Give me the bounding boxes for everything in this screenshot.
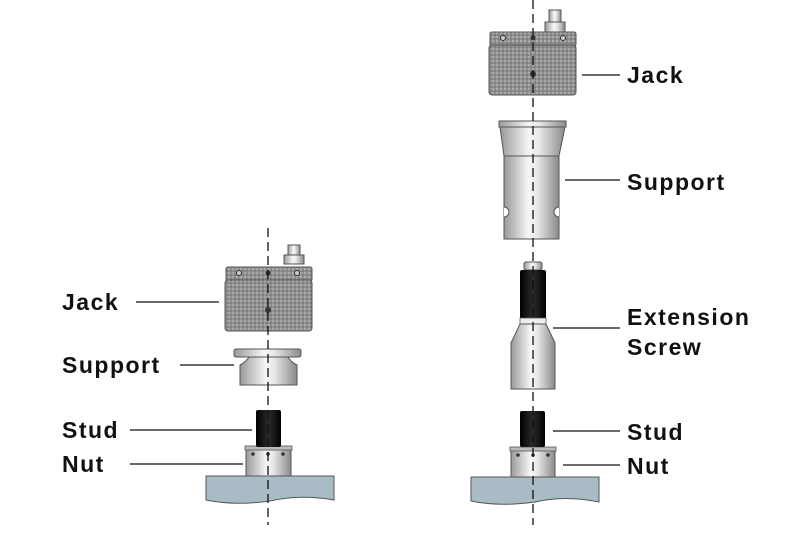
left-label-stud: Stud [62, 417, 119, 443]
right-assembly [470, 0, 620, 525]
left-assembly [130, 228, 335, 525]
right-base-plate [470, 476, 600, 505]
right-support [498, 120, 567, 240]
right-label-stud: Stud [627, 419, 684, 445]
left-label-support: Support [62, 352, 161, 378]
left-label-nut: Nut [62, 451, 105, 477]
right-label-support: Support [627, 169, 726, 195]
left-base-plate [205, 475, 335, 504]
right-label-screw: Screw [627, 334, 702, 360]
right-label-nut: Nut [627, 453, 670, 479]
right-label-jack: Jack [627, 62, 684, 88]
left-label-jack: Jack [62, 289, 119, 315]
right-label-extension: Extension [627, 304, 750, 330]
